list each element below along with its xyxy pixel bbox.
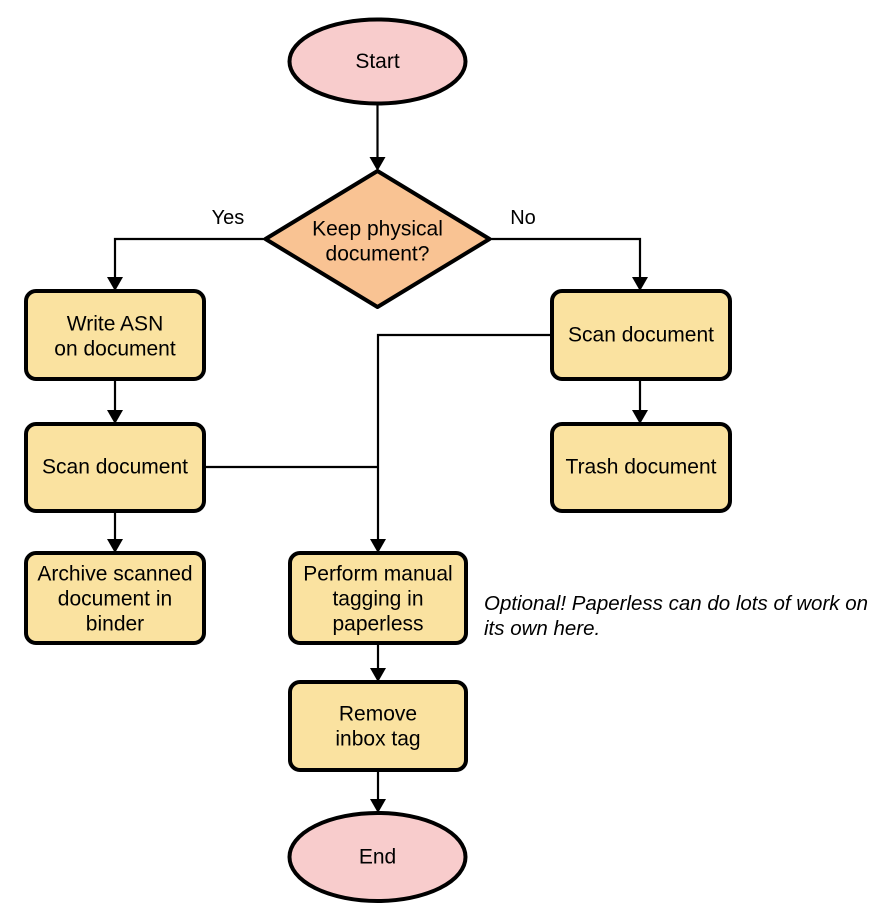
edge-path	[490, 237, 642, 284]
decision-diamond-shape[interactable]	[263, 169, 492, 309]
trash-label: Trash document	[566, 456, 717, 479]
annotation-optional-note: Optional! Paperless can do lots of work …	[484, 592, 868, 640]
decision-label-line2: document?	[326, 243, 430, 266]
tagging-label-line2: tagging in	[332, 588, 423, 611]
edge-path	[376, 333, 552, 546]
node-write-asn[interactable]: Write ASN on document	[24, 289, 206, 381]
node-decision-keep-physical-document[interactable]: Keep physical document?	[263, 169, 492, 309]
arrowhead-icon	[632, 410, 648, 424]
write-asn-box-shape[interactable]	[24, 289, 206, 381]
write-asn-label-line1: Write ASN	[67, 313, 163, 336]
arrowhead-icon	[107, 410, 123, 424]
edge-path	[113, 237, 265, 284]
tagging-box-shape[interactable]	[288, 551, 468, 645]
scan-left-label: Scan document	[42, 456, 188, 479]
scan-right-box-shape[interactable]	[550, 289, 732, 381]
annotation-line2: its own here.	[484, 617, 600, 640]
arrowhead-icon	[370, 668, 386, 682]
trash-box-shape[interactable]	[550, 422, 732, 513]
remove-tag-box-shape[interactable]	[288, 680, 468, 772]
end-ellipse-shape[interactable]	[287, 811, 468, 903]
node-end[interactable]: End	[287, 811, 468, 903]
edge-label-yes: Yes	[212, 207, 245, 229]
edge-decision-no: No	[490, 207, 648, 291]
edge-tagging-to-remove-tag	[370, 643, 386, 682]
edge-start-to-decision	[369, 104, 386, 171]
arrowhead-icon	[370, 799, 386, 813]
remove-tag-label-line2: inbox tag	[335, 728, 420, 751]
node-archive-scanned-document[interactable]: Archive scanned document in binder	[24, 551, 206, 645]
arrowhead-icon	[369, 157, 386, 171]
archive-box-shape[interactable]	[24, 551, 206, 645]
archive-label-line1: Archive scanned	[37, 563, 192, 586]
decision-label-line1: Keep physical	[312, 218, 443, 241]
edge-decision-yes: Yes	[107, 207, 265, 291]
start-label: Start	[355, 50, 400, 73]
edge-write-asn-to-scan-left	[107, 379, 123, 424]
scan-left-box-shape[interactable]	[24, 422, 206, 513]
node-layer: Start Keep physical document? Write ASN …	[24, 17, 732, 903]
scan-right-label: Scan document	[568, 324, 714, 347]
arrowhead-icon	[107, 277, 123, 291]
tagging-label-line1: Perform manual	[303, 563, 452, 586]
annotation-line1: Optional! Paperless can do lots of work …	[484, 592, 868, 615]
write-asn-label-line2: on document	[54, 338, 176, 361]
edge-scan-right-to-tagging	[370, 333, 552, 553]
node-remove-inbox-tag[interactable]: Remove inbox tag	[288, 680, 468, 772]
node-perform-manual-tagging[interactable]: Perform manual tagging in paperless	[288, 551, 468, 645]
edge-scan-left-to-archive	[107, 511, 123, 553]
tagging-label-line3: paperless	[332, 613, 423, 636]
arrowhead-icon	[107, 539, 123, 553]
node-start[interactable]: Start	[287, 17, 468, 106]
edge-scan-right-to-trash	[632, 379, 648, 424]
edge-label-no: No	[510, 207, 536, 229]
remove-tag-label-line1: Remove	[339, 703, 417, 726]
edge-remove-tag-to-end	[370, 770, 386, 813]
end-label: End	[359, 846, 396, 869]
archive-label-line2: document in	[58, 588, 172, 611]
node-trash-document[interactable]: Trash document	[550, 422, 732, 513]
archive-label-line3: binder	[86, 613, 144, 636]
arrowhead-icon	[370, 539, 386, 553]
start-ellipse-shape[interactable]	[287, 17, 468, 106]
node-scan-document-right[interactable]: Scan document	[550, 289, 732, 381]
node-scan-document-left[interactable]: Scan document	[24, 422, 206, 513]
arrowhead-icon	[632, 277, 648, 291]
edge-layer: Yes No	[107, 104, 648, 813]
